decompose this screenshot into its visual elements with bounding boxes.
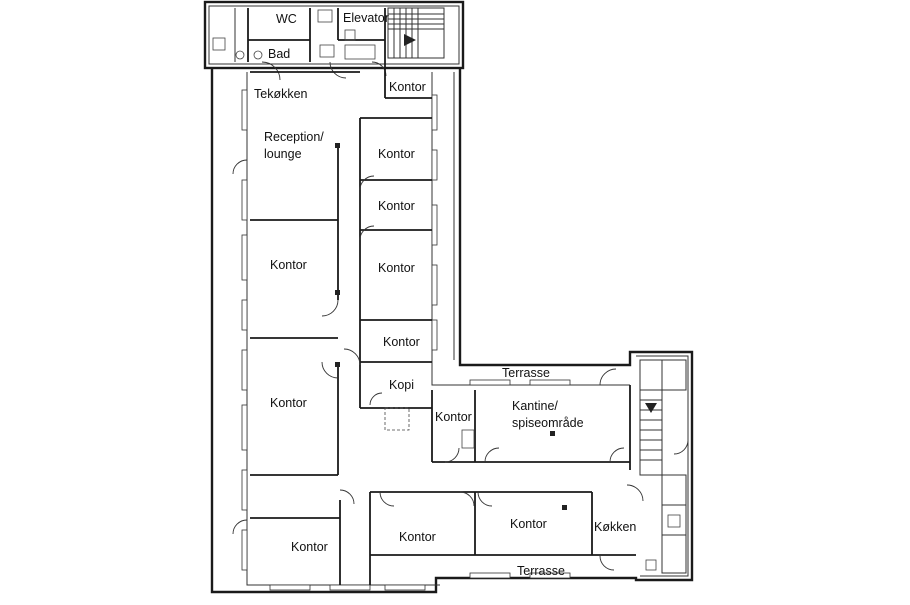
room-label-kokken: Køkken <box>594 520 636 534</box>
service-block-right <box>639 359 687 574</box>
room-label-kontor-r4: Kontor <box>383 335 420 349</box>
columns <box>335 143 567 510</box>
room-label-kontor-l1: Kontor <box>270 258 307 272</box>
room-label-kontor-top: Kontor <box>389 80 426 94</box>
room-labels: WC Elevator Bad Tekøkken Kontor Receptio… <box>254 11 636 578</box>
room-label-kantine-line1: Kantine/ <box>512 399 558 413</box>
stair-top <box>387 7 445 59</box>
room-label-kontor-l2: Kontor <box>270 396 307 410</box>
door-swings <box>232 159 689 571</box>
room-label-kantine-line2: spiseområde <box>512 416 584 430</box>
room-label-kontor-b1: Kontor <box>291 540 328 554</box>
room-label-wc: WC <box>276 12 297 26</box>
room-label-elevator: Elevator <box>343 11 389 25</box>
room-label-tekokken: Tekøkken <box>254 87 308 101</box>
room-label-kontor-r1: Kontor <box>378 147 415 161</box>
room-label-kontor-b3: Kontor <box>510 517 547 531</box>
room-label-kontor-b2: Kontor <box>399 530 436 544</box>
room-label-reception-line1: Reception/ <box>264 130 324 144</box>
room-label-bad: Bad <box>268 47 290 61</box>
room-label-reception-line2: lounge <box>264 147 302 161</box>
room-label-terrasse-top: Terrasse <box>502 366 550 380</box>
room-label-terrasse-bottom: Terrasse <box>517 564 565 578</box>
room-label-kontor-mid: Kontor <box>435 410 472 424</box>
room-label-kopi: Kopi <box>389 378 414 392</box>
service-block <box>212 7 445 81</box>
room-label-kontor-r3: Kontor <box>378 261 415 275</box>
room-label-kontor-r2: Kontor <box>378 199 415 213</box>
interior-walls <box>250 62 636 585</box>
windows <box>241 89 571 591</box>
